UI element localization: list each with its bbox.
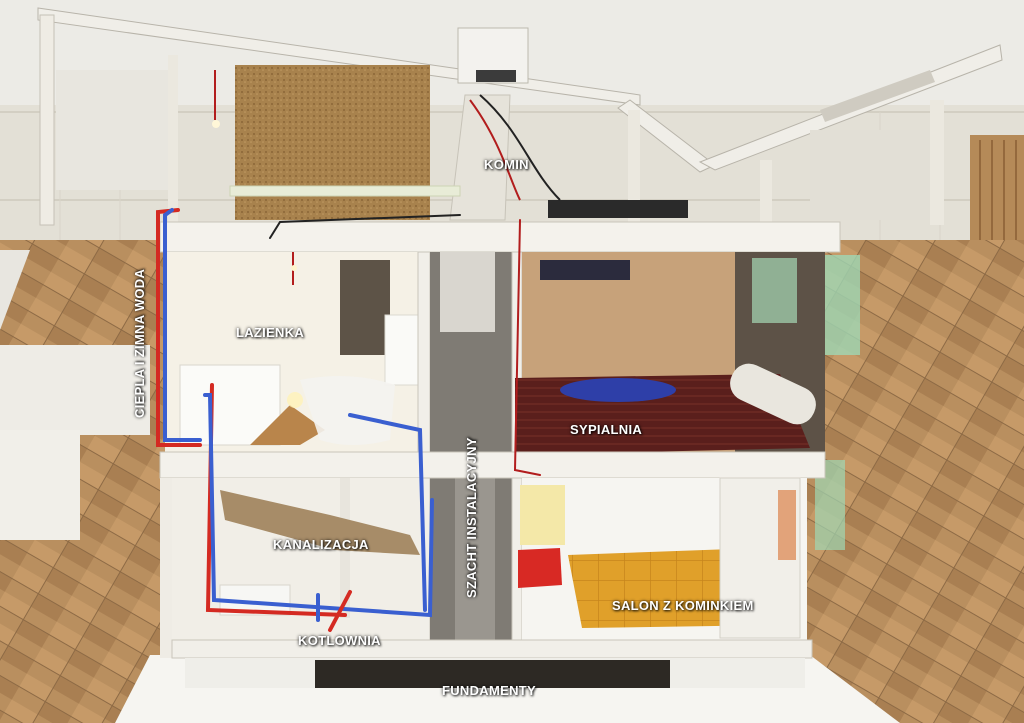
label-ciepla-zimna-woda: CIEPLA I ZIMNA WODA [132,268,147,418]
label-fundamenty: FUNDAMENTY [442,683,536,698]
label-lazienka: LAZIENKA [236,325,305,340]
label-szacht-instalacyjny: SZACHT INSTALACYJNY [464,437,479,598]
water-pipes [156,208,541,632]
model-roof [37,7,1003,226]
label-sypialnia: SYPIALNIA [570,422,643,437]
model-structure [159,221,841,688]
label-salon-z-kominkiem: SALON Z KOMINKIEM [612,598,754,613]
label-kanalizacja: KANALIZACJA [273,537,369,552]
label-kotlownia: KOTLOWNIA [298,633,381,648]
label-komin: KOMIN [484,157,529,172]
